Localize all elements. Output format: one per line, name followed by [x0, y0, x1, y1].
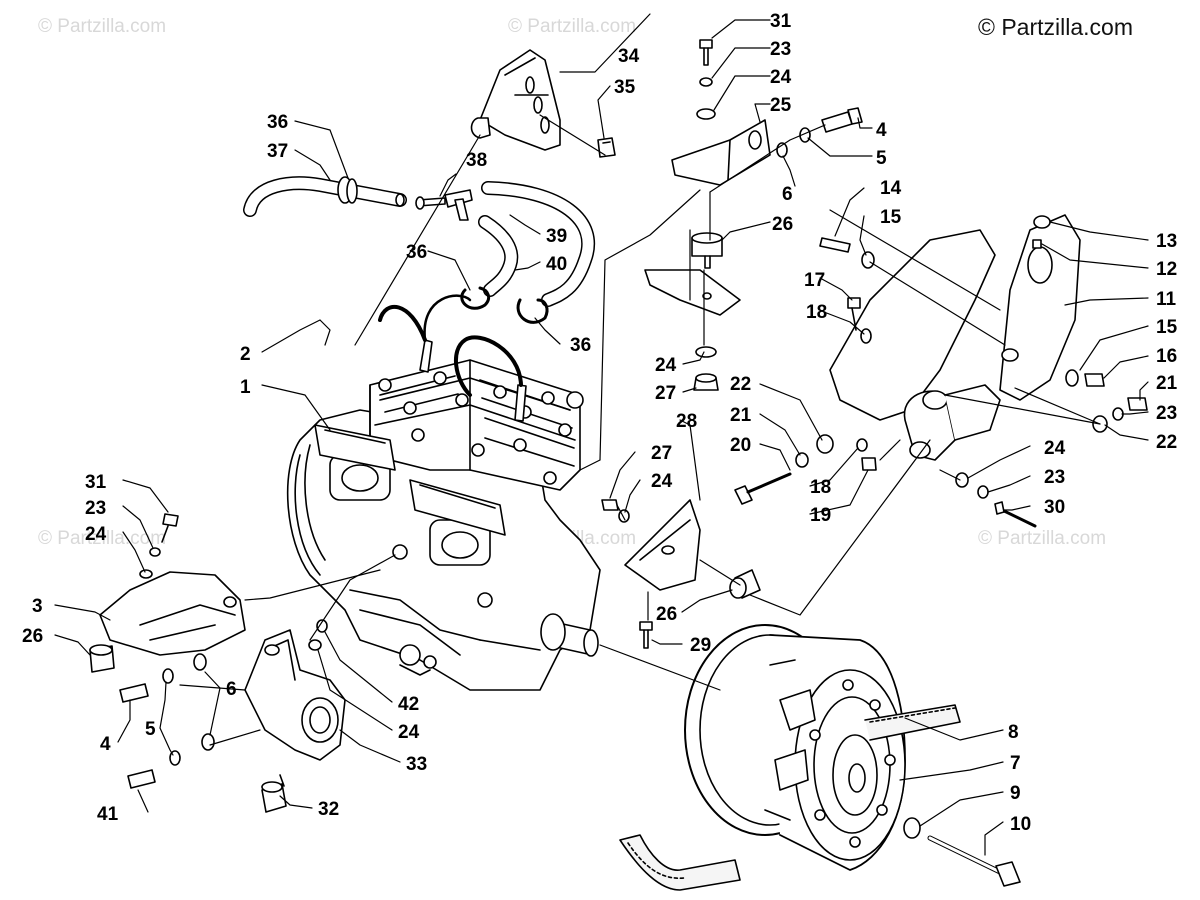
callout-31: 31 — [85, 472, 107, 493]
callout-17: 17 — [804, 270, 825, 291]
callout-16: 16 — [1156, 346, 1177, 367]
callout-20: 20 — [730, 435, 751, 456]
callout-10: 10 — [1010, 814, 1031, 835]
callout-14: 14 — [880, 178, 902, 199]
callout-40: 40 — [546, 254, 567, 275]
callout-24: 24 — [770, 67, 792, 88]
copyright-text: © Partzilla.com — [978, 14, 1133, 40]
callout-23: 23 — [1044, 467, 1065, 488]
callout-6: 6 — [226, 679, 237, 700]
bracket-33 — [244, 619, 346, 813]
callout-11: 11 — [1156, 289, 1177, 310]
callout-26: 26 — [772, 214, 793, 235]
callout-21: 21 — [1156, 373, 1178, 394]
drive-belt — [619, 704, 961, 891]
callout-31: 31 — [770, 11, 792, 32]
callout-12: 12 — [1156, 259, 1177, 280]
assembly-lines — [179, 114, 1101, 746]
callout-21: 21 — [730, 405, 752, 426]
watermark: © Partzilla.com — [978, 528, 1107, 549]
callout-19: 19 — [810, 505, 831, 526]
watermark: © Partzilla.com — [508, 16, 637, 37]
callout-37: 37 — [267, 141, 288, 162]
callout-22: 22 — [730, 374, 751, 395]
callout-24: 24 — [655, 355, 677, 376]
callout-7: 7 — [1010, 753, 1021, 774]
callout-2: 2 — [240, 344, 251, 365]
callout-36: 36 — [267, 112, 288, 133]
callout-33: 33 — [406, 754, 427, 775]
callout-27: 27 — [651, 443, 672, 464]
watermark: © Partzilla.com — [38, 528, 167, 549]
callout-29: 29 — [690, 635, 711, 656]
callout-23: 23 — [770, 39, 791, 60]
clutch-bolt — [903, 817, 1021, 887]
callout-26: 26 — [22, 626, 43, 647]
callout-30: 30 — [1044, 497, 1065, 518]
watermark: © Partzilla.com — [38, 16, 167, 37]
callout-1: 1 — [240, 377, 251, 398]
drive-clutch — [684, 624, 906, 871]
right-mount-plate — [734, 214, 1148, 528]
callout-8: 8 — [1008, 722, 1019, 743]
callout-26: 26 — [656, 604, 677, 625]
callout-27: 27 — [655, 383, 676, 404]
callout-23: 23 — [85, 498, 106, 519]
callout-41: 41 — [97, 804, 119, 825]
callout-35: 35 — [614, 77, 636, 98]
callout-3: 3 — [32, 596, 43, 617]
callout-24: 24 — [398, 722, 420, 743]
callout-36: 36 — [570, 335, 591, 356]
bracket-34 — [470, 49, 616, 158]
callout-18: 18 — [806, 302, 827, 323]
callout-25: 25 — [770, 95, 792, 116]
callout-22: 22 — [1156, 432, 1177, 453]
callout-34: 34 — [618, 46, 640, 67]
callout-9: 9 — [1010, 783, 1021, 804]
mount-bracket-25 — [644, 39, 863, 391]
callout-36: 36 — [406, 242, 427, 263]
callout-24: 24 — [651, 471, 673, 492]
callout-24: 24 — [1044, 438, 1066, 459]
callout-18: 18 — [810, 477, 831, 498]
callout-15: 15 — [880, 207, 902, 228]
callout-5: 5 — [876, 148, 887, 169]
callout-4: 4 — [100, 734, 111, 755]
callout-24: 24 — [85, 524, 107, 545]
callout-38: 38 — [466, 150, 487, 171]
callout-5: 5 — [145, 719, 156, 740]
callout-42: 42 — [398, 694, 419, 715]
front-bracket-3 — [89, 513, 246, 789]
callout-32: 32 — [318, 799, 339, 820]
callout-15: 15 — [1156, 317, 1178, 338]
callout-13: 13 — [1156, 231, 1177, 252]
fuel-hoses — [243, 176, 596, 324]
callout-numbers: 31 23 24 25 4 5 6 26 34 35 38 36 37 39 4… — [22, 11, 1178, 835]
callout-39: 39 — [546, 226, 567, 247]
callout-6: 6 — [782, 184, 793, 205]
callout-23: 23 — [1156, 403, 1177, 424]
callout-28: 28 — [676, 411, 697, 432]
callout-4: 4 — [876, 120, 887, 141]
leader-lines — [54, 13, 1149, 856]
engine — [286, 294, 601, 691]
bracket-28 — [601, 499, 761, 649]
